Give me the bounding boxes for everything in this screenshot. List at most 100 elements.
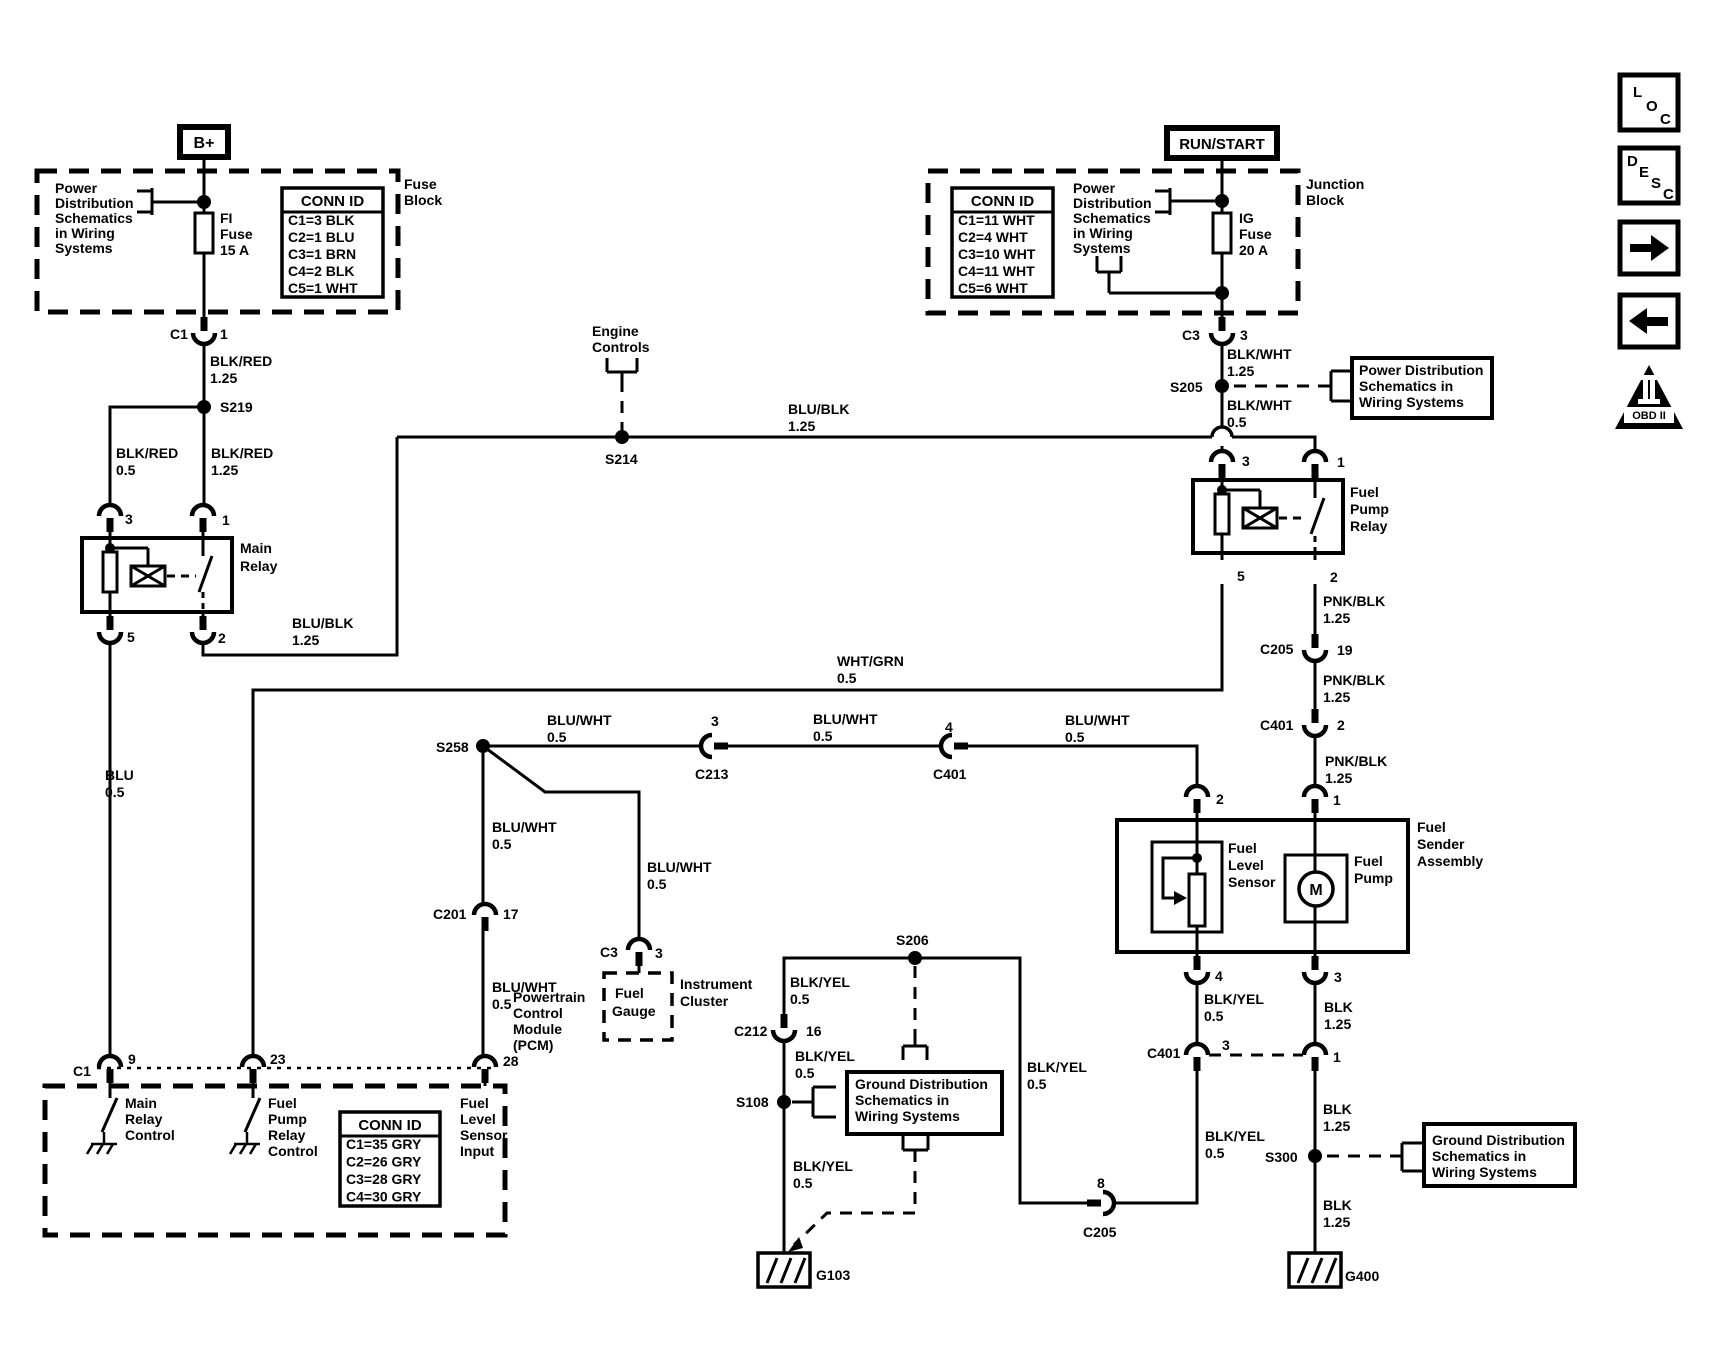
wire-dashed — [792, 1150, 917, 1247]
diagram-label: Ground Distribution — [855, 1076, 988, 1092]
diagram-label: PNK/BLK — [1323, 672, 1385, 688]
diagram-label: BLU — [105, 767, 134, 783]
diagram-label: G400 — [1345, 1268, 1379, 1284]
diagram-label: 20 A — [1239, 242, 1268, 258]
button-letter: O — [1646, 98, 1658, 115]
wire — [1115, 1067, 1199, 1205]
diagram-label: BLU/BLK — [788, 401, 849, 417]
diagram-label: 0.5 — [837, 670, 857, 686]
diagram-label: 17 — [503, 906, 519, 922]
diagram-label: S205 — [1170, 379, 1203, 395]
resistor-symbol — [101, 550, 119, 594]
table-header: CONN ID — [971, 193, 1035, 210]
table-row: C2=1 BLU — [288, 229, 355, 245]
diagram-label: Relay — [268, 1127, 306, 1143]
diagram-label: Fuse — [1239, 226, 1272, 242]
diagram-label: Sensor — [460, 1127, 508, 1143]
diagram-label: 0.5 — [116, 462, 136, 478]
connector-symbol — [698, 732, 728, 760]
table-row: C4=11 WHT — [958, 263, 1035, 279]
diagram-label: Distribution — [1073, 195, 1152, 211]
diagram-label: Pump — [1350, 501, 1389, 517]
diagram-label: Wiring Systems — [1432, 1164, 1537, 1180]
diagram-label: PNK/BLK — [1325, 753, 1387, 769]
table-row: C5=1 WHT — [288, 280, 358, 296]
fuel-pump-inner-box — [1283, 853, 1349, 924]
ground-symbol — [85, 1132, 117, 1155]
diagram-label: Fuse — [220, 226, 253, 242]
diagram-label: 0.5 — [492, 996, 512, 1012]
diagram-label: 5 — [1237, 568, 1245, 584]
relay-coil-x — [1242, 506, 1278, 530]
diagram-label: Wiring Systems — [855, 1108, 960, 1124]
back-arrow-button[interactable] — [1617, 292, 1681, 350]
diagram-label: 4 — [945, 719, 953, 735]
diagram-label: FI — [220, 210, 232, 226]
connector-symbol — [770, 1014, 798, 1044]
diagram-label: 1.25 — [788, 418, 815, 434]
fuel-level-sensor-box — [1150, 840, 1224, 934]
diagram-label: Fuel — [268, 1095, 297, 1111]
diagram-label: 0.5 — [547, 729, 567, 745]
left-arrow-icon — [1629, 308, 1668, 334]
connector-symbol — [1301, 783, 1329, 813]
diagram-label: BLU/WHT — [492, 819, 557, 835]
diagram-label: BLU/WHT — [547, 712, 612, 728]
ground-symbol — [228, 1132, 260, 1155]
fuel-pump-relay-box — [1191, 478, 1345, 555]
loc-button[interactable]: LOC — [1617, 72, 1681, 133]
diagram-label: 0.5 — [795, 1065, 815, 1081]
diagram-label: Pump — [1354, 870, 1393, 886]
connector-symbol — [1183, 956, 1211, 986]
diagram-label: C1 — [73, 1063, 91, 1079]
diagram-label: 2 — [1330, 569, 1338, 585]
run-start-terminal: RUN/START — [1164, 125, 1280, 161]
junction-dot — [1192, 853, 1202, 863]
diagram-label: Fuel — [460, 1095, 489, 1111]
diagram-label: C3 — [600, 944, 618, 960]
diagram-label: 1.25 — [211, 462, 238, 478]
diagram-label: Main — [240, 540, 272, 556]
diagram-label: Relay — [240, 558, 278, 574]
diagram-label: BLK/RED — [211, 445, 273, 461]
diagram-label: Gauge — [612, 1003, 656, 1019]
diagram-label: Instrument — [680, 976, 753, 992]
diagram-label: 1.25 — [1323, 610, 1350, 626]
diagram-label: BLK/YEL — [790, 974, 850, 990]
button-letter: L — [1633, 84, 1642, 101]
diagram-label: S206 — [896, 932, 929, 948]
diagram-label: Pump — [268, 1111, 307, 1127]
resistor-symbol — [1187, 872, 1207, 928]
table-row: C1=3 BLK — [288, 212, 355, 228]
s206-splice — [908, 951, 922, 965]
obd-ii-badge[interactable]: OBD II — [1615, 365, 1683, 429]
connector-symbol — [938, 732, 968, 760]
right-arrow-icon — [1630, 235, 1669, 261]
diagram-label: 0.5 — [793, 1175, 813, 1191]
diagram-label: 9 — [128, 1051, 136, 1067]
diagram-label: 16 — [806, 1023, 822, 1039]
diagram-label: 1 — [222, 512, 230, 528]
diagram-label: 1.25 — [1323, 689, 1350, 705]
connector-symbol — [1301, 956, 1329, 986]
diagram-label: Engine — [592, 323, 639, 339]
button-letter: D — [1627, 153, 1638, 170]
diagram-label: Systems — [1073, 240, 1131, 256]
diagram-label: Sender — [1417, 836, 1465, 852]
diagram-label: 5 — [127, 629, 135, 645]
diagram-label: 1 — [1333, 792, 1341, 808]
wire — [1309, 497, 1326, 535]
forward-arrow-button[interactable] — [1617, 219, 1681, 277]
diagram-label: Controls — [592, 339, 650, 355]
diagram-label: Schematics — [1073, 210, 1151, 226]
connector-symbol — [1208, 448, 1236, 478]
diagram-label: BLK/WHT — [1227, 346, 1292, 362]
diagram-label: S214 — [605, 451, 638, 467]
diagram-label: Schematics — [55, 210, 133, 226]
diagram-label: BLK/RED — [116, 445, 178, 461]
diagram-label: S219 — [220, 399, 253, 415]
arrowhead — [1174, 891, 1187, 905]
diagram-label: Distribution — [55, 195, 134, 211]
